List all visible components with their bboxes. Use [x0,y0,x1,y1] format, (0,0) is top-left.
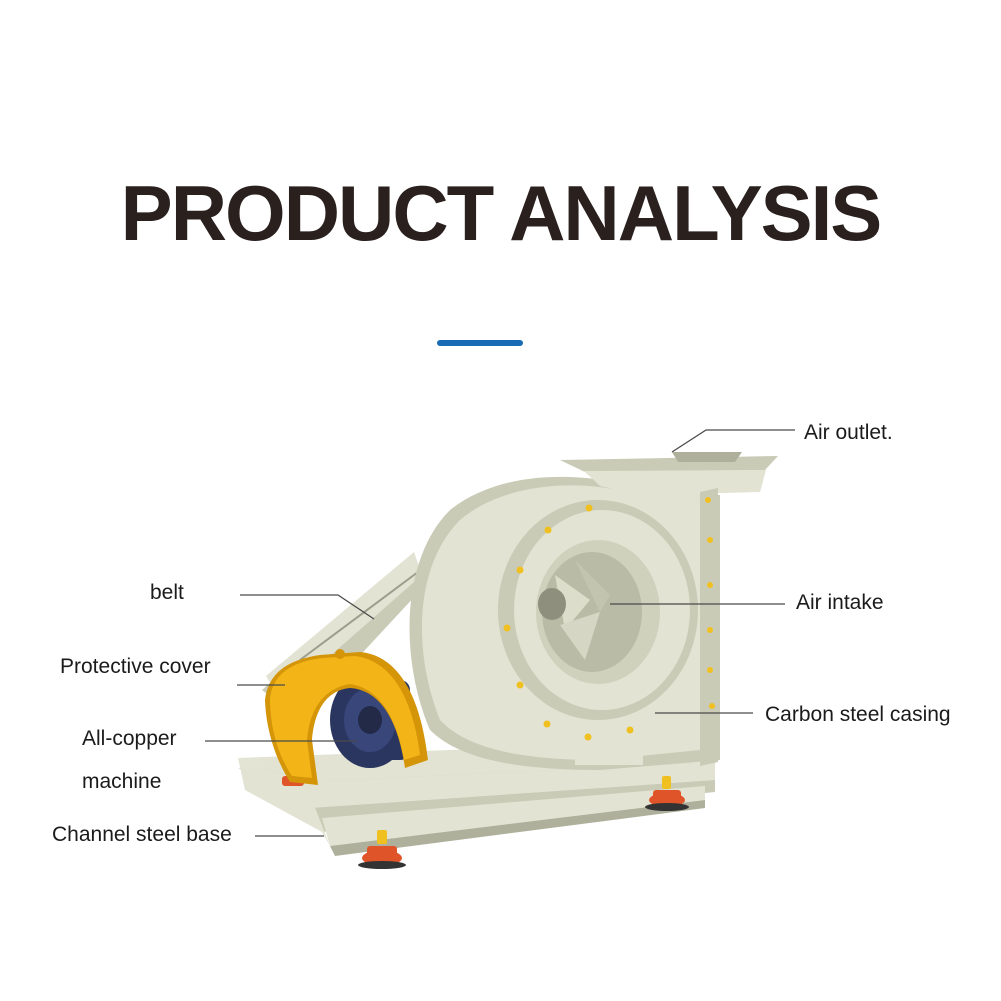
vibration-feet [282,776,689,869]
label-channel-steel-base: Channel steel base [52,823,232,846]
channel-steel-base-frame [238,742,715,856]
protective-cover [265,649,428,785]
leader-air-outlet [671,429,795,453]
casing-bolts [503,497,715,741]
label-belt: belt [150,581,184,604]
label-all-copper-line1: All-copper [82,727,177,750]
label-carbon-steel-casing: Carbon steel casing [765,703,951,726]
leader-lines [205,429,795,837]
label-air-intake: Air intake [796,591,884,614]
leader-belt [240,594,375,620]
label-air-outlet: Air outlet. [804,421,893,444]
label-all-copper-line2: machine [82,770,162,793]
air-intake-ring [498,500,698,720]
label-protective-cover: Protective cover [60,655,211,678]
title-underline [437,340,523,346]
page-title: PRODUCT ANALYSIS [120,169,883,257]
